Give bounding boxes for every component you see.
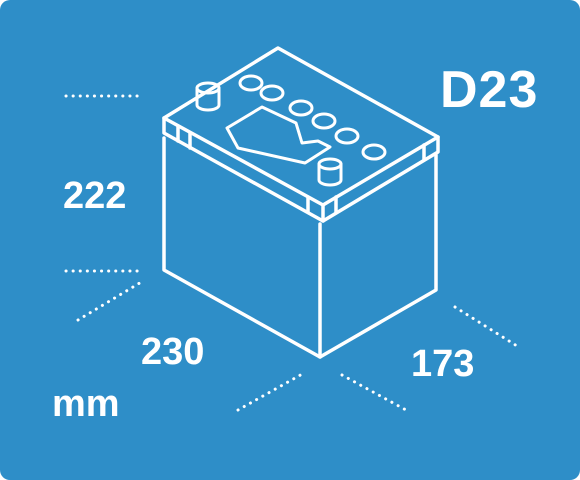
height-value: 222	[63, 175, 127, 217]
battery-model-code: D23	[440, 61, 539, 119]
battery-case	[162, 136, 438, 359]
width-guide-bottom	[340, 373, 408, 412]
lid-handle	[225, 105, 332, 165]
length-value: 230	[141, 331, 205, 373]
width-value: 173	[411, 343, 475, 385]
vent-caps	[238, 74, 387, 161]
positive-terminal	[317, 157, 343, 187]
unit-label: mm	[52, 383, 120, 425]
battery-lid-top	[162, 46, 440, 207]
length-guide-diagonal	[76, 279, 145, 322]
width-guide-right	[453, 305, 519, 348]
battery-lid-rim	[162, 116, 440, 223]
car-battery-icon	[162, 46, 440, 359]
dimension-guide-icon	[64, 94, 519, 412]
negative-terminal	[195, 81, 221, 112]
length-guide-bottom	[236, 371, 306, 412]
